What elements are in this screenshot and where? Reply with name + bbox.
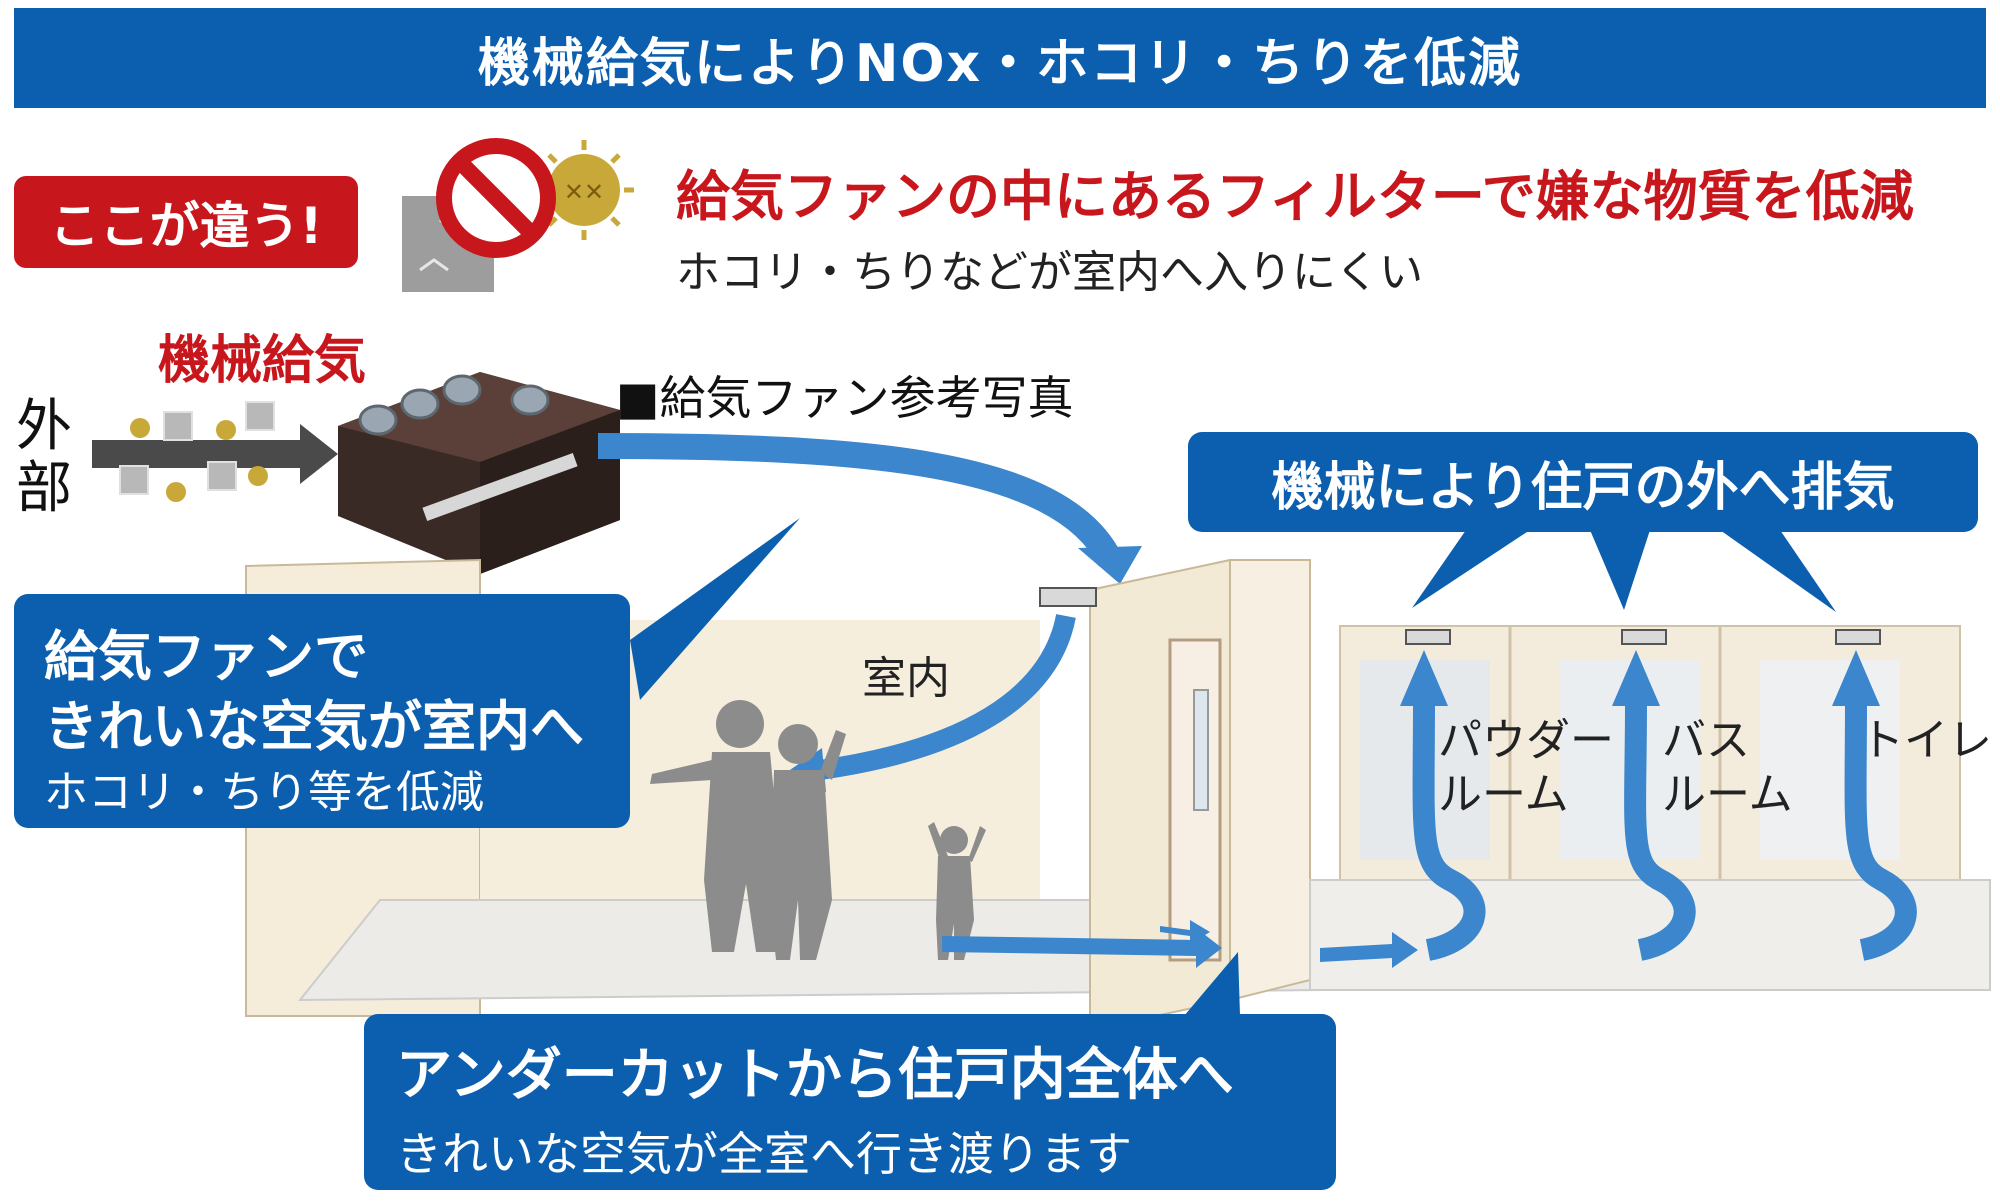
room-supply-arrow <box>818 613 1076 780</box>
undercut-airflow-arrows <box>942 920 1418 968</box>
outside-label: 外部 <box>16 394 72 521</box>
room-structure <box>245 558 1991 1032</box>
room-label-toilet: トイレ <box>1860 714 1992 768</box>
supply-air-arrow <box>597 433 1122 567</box>
supply-callout: 給気ファンで きれいな空気が室内へ ホコリ・ちり等を低減 <box>14 594 630 828</box>
room-label-powder: パウダー ルーム <box>1438 714 1614 822</box>
family-silhouette-icon <box>650 700 986 960</box>
difference-badge: ここが違う! <box>14 176 358 268</box>
exhaust-airflow-arrows <box>1412 699 1917 961</box>
room-label-bath-line1: バス <box>1662 715 1750 766</box>
fan-photo-caption: ■給気ファン参考写真 <box>616 371 1074 425</box>
indoor-label: 室内 <box>862 653 950 704</box>
ceiling-vent-icon <box>1039 587 1881 645</box>
feature-headline: 給気ファンの中にあるフィルターで嫌な物質を低減 <box>676 165 1914 228</box>
supply-arrow-head <box>1078 546 1142 584</box>
room-label-bath: バス ルーム <box>1662 714 1793 822</box>
page-banner: 機械給気によりNOx・ホコリ・ちりを低減 <box>14 8 1986 108</box>
germ-icon: ✕✕ <box>534 140 634 240</box>
exhaust-callout: 機械により住戸の外へ排気 <box>1188 432 1978 532</box>
svg-text:✕✕: ✕✕ <box>564 178 604 206</box>
callout-pointers <box>630 518 1836 1016</box>
room-label-powder-line1: パウダー <box>1438 715 1614 766</box>
prohibition-icon <box>436 138 556 258</box>
room-label-toilet-line1: トイレ <box>1860 715 1992 766</box>
room-label-bath-line2: ルーム <box>1662 769 1793 820</box>
undercut-callout-line2: きれいな空気が全室へ行き渡ります <box>396 1127 1132 1181</box>
exhaust-arrow-heads <box>1400 650 1880 706</box>
supply-callout-line2: きれいな空気が室内へ <box>44 695 584 758</box>
mechanical-supply-label: 機械給気 <box>158 331 367 391</box>
supply-callout-line3: ホコリ・ちり等を低減 <box>44 767 484 818</box>
supply-callout-line1: 給気ファンで <box>44 625 368 688</box>
room-label-powder-line2: ルーム <box>1438 769 1569 820</box>
feature-subline: ホコリ・ちりなどが室内へ入りにくい <box>676 247 1424 298</box>
supply-fan-unit-icon <box>338 372 620 574</box>
outside-air-arrow <box>92 401 338 502</box>
undercut-callout-line1: アンダーカットから住戸内全体へ <box>396 1043 1234 1108</box>
undercut-callout: アンダーカットから住戸内全体へ きれいな空気が全室へ行き渡ります <box>364 1014 1336 1190</box>
